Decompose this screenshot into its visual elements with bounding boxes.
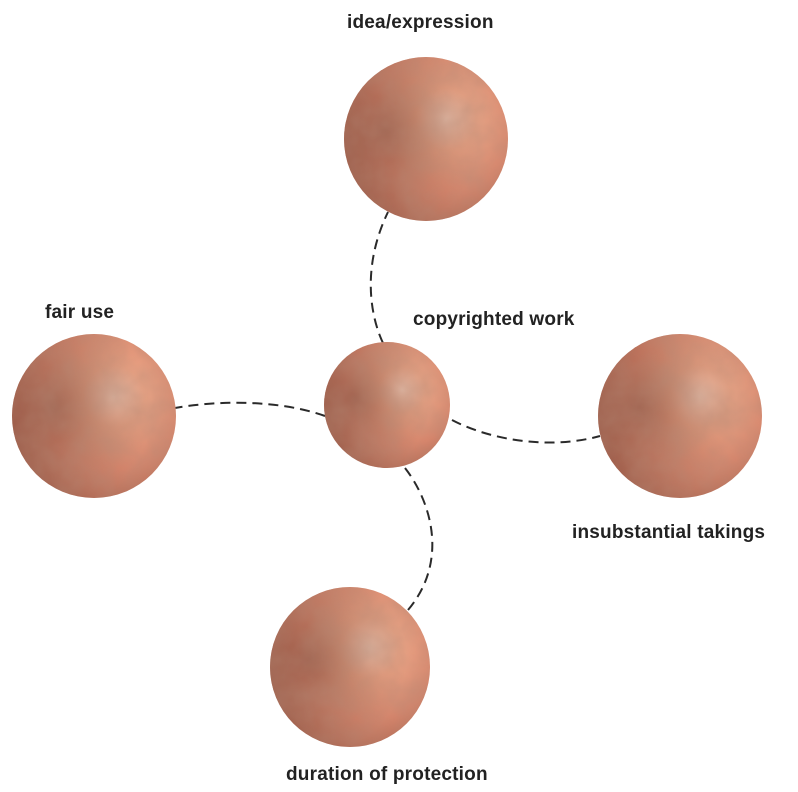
sphere-fair-use bbox=[12, 334, 176, 498]
connector-center-left bbox=[175, 403, 325, 416]
sphere-insubstantial-takings bbox=[598, 334, 762, 498]
sphere-idea-expression bbox=[344, 57, 508, 221]
label-duration-of-protection: duration of protection bbox=[286, 764, 488, 786]
label-idea-expression: idea/expression bbox=[347, 12, 494, 34]
connector-center-bottom bbox=[405, 468, 432, 610]
label-copyrighted-work: copyrighted work bbox=[413, 309, 575, 331]
connector-center-top bbox=[371, 212, 388, 343]
sphere-copyrighted-work bbox=[324, 342, 450, 468]
label-insubstantial-takings: insubstantial takings bbox=[572, 522, 765, 544]
label-fair-use: fair use bbox=[45, 302, 114, 324]
connector-center-right bbox=[452, 420, 600, 443]
sphere-duration-of-protection bbox=[270, 587, 430, 747]
